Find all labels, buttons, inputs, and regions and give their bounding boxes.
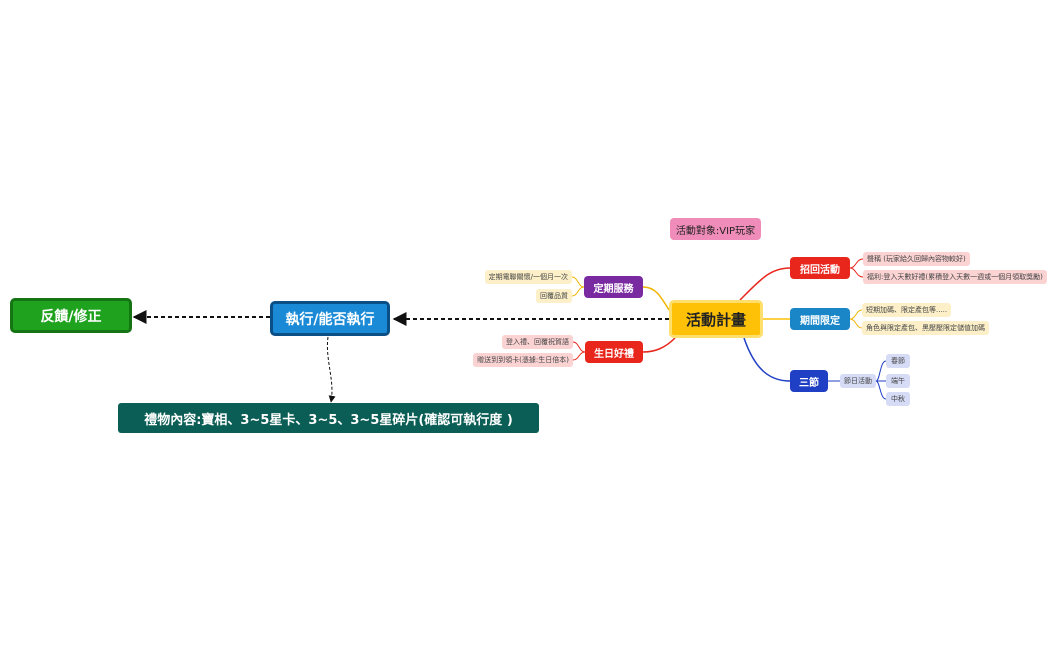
- edge-center-birthday: [642, 337, 676, 353]
- branch-three-festivals[interactable]: 三節: [790, 370, 828, 392]
- central-topic[interactable]: 活動計畫: [669, 300, 763, 338]
- festival-item-3[interactable]: 中秋: [886, 392, 910, 406]
- recall-item-2[interactable]: 福利:登入天數好禮(累積登入天數一週或一個月領取獎勵): [863, 270, 1047, 284]
- recall-item-1[interactable]: 聲稱 (玩家給久回歸內容物較好): [863, 252, 970, 266]
- edge-center-recall: [739, 267, 791, 301]
- festival-hub[interactable]: 節日活動: [840, 374, 876, 388]
- regular-item-2[interactable]: 回覆品質: [536, 289, 572, 303]
- regular-item-1[interactable]: 定期電聯關懷/一個月一次: [484, 270, 572, 284]
- execute-node[interactable]: 執行/能否執行: [270, 301, 390, 336]
- branch-birthday-gift[interactable]: 生日好禮: [585, 341, 643, 363]
- festival-item-1[interactable]: 春節: [886, 354, 910, 368]
- gift-content-node[interactable]: 禮物內容:寶相、3~5星卡、3~5、3~5星碎片(確認可執行度 ): [118, 403, 539, 433]
- festival-item-2[interactable]: 端午: [886, 374, 910, 388]
- birthday-item-2[interactable]: 贈送到到領卡(憑據:生日倍本): [473, 353, 573, 367]
- audience-label[interactable]: 活動對象:VIP玩家: [670, 218, 761, 240]
- limited-item-1[interactable]: 短期加碼、限定產包等.....: [862, 303, 952, 317]
- edge-center-festival: [743, 337, 791, 382]
- branch-limited-time[interactable]: 期間限定: [790, 308, 850, 330]
- edge-center-regular: [642, 286, 670, 311]
- branch-regular-service[interactable]: 定期服務: [584, 276, 643, 298]
- feedback-node[interactable]: 反饋/修正: [10, 298, 132, 333]
- edge-execute-to-gift: [326, 336, 336, 403]
- birthday-item-1[interactable]: 登入禮、回覆祝賀語: [502, 335, 573, 349]
- branch-recall-activity[interactable]: 招回活動: [790, 257, 850, 279]
- limited-item-2[interactable]: 角色與限定產包、黑壓壓限定儲值加碼: [862, 321, 989, 335]
